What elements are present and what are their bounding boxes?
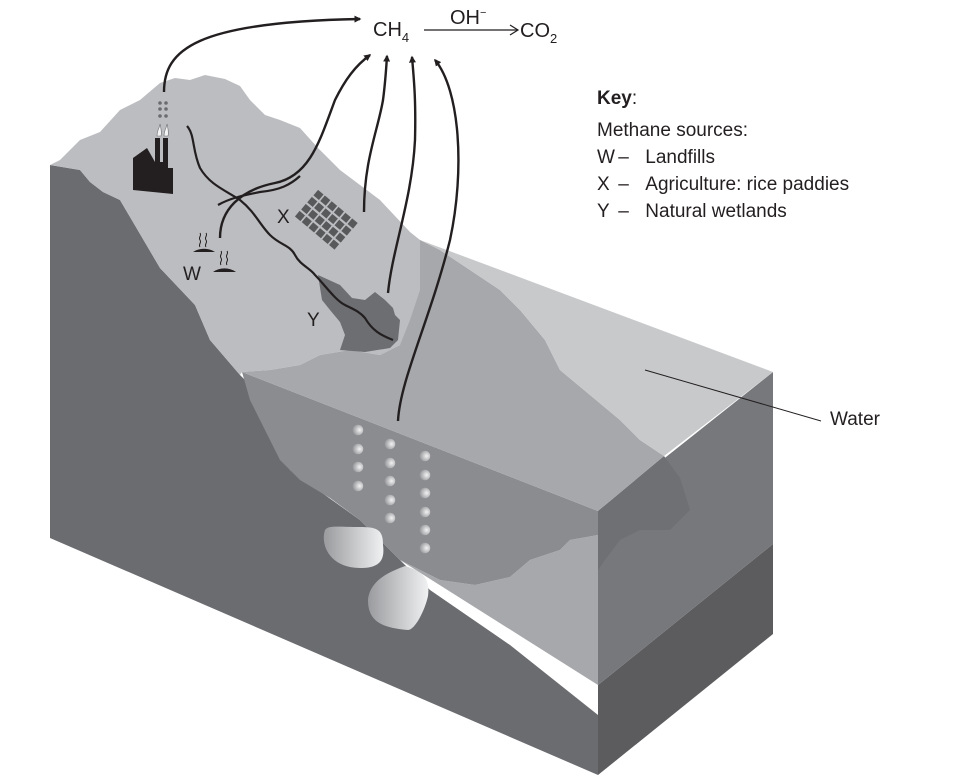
- reaction-catalyst: OH−: [450, 7, 486, 29]
- key-label: Agriculture: rice paddies: [645, 174, 850, 195]
- rock: [368, 566, 429, 630]
- paddy-cell: [327, 214, 338, 225]
- key-item-x: X –Agriculture: rice paddies: [597, 171, 849, 198]
- key-title-row: Key:: [597, 85, 849, 112]
- key-letter: W: [597, 147, 615, 168]
- label-y: Y: [307, 310, 320, 331]
- rock: [323, 526, 384, 568]
- methane-bubble: [419, 469, 431, 481]
- water-label: Water: [830, 409, 880, 430]
- block-right-inner: [598, 456, 690, 570]
- paddy-cell: [340, 212, 351, 223]
- paddy-cell: [308, 222, 319, 233]
- key-legend: Key: Methane sources: W –Landfills X –Ag…: [597, 85, 849, 225]
- methane-bubble: [352, 443, 364, 455]
- methane-bubble: [419, 450, 431, 462]
- paddy-cell: [320, 195, 331, 206]
- key-subtitle: Methane sources:: [597, 120, 749, 141]
- paddy-cell: [313, 189, 324, 200]
- methane-bubble: [352, 424, 364, 436]
- paddy-cell: [315, 228, 326, 239]
- paddy-cell: [322, 233, 333, 244]
- front-water-face: [242, 372, 598, 585]
- methane-bubble: [419, 487, 431, 499]
- paddy-cell: [314, 215, 325, 226]
- paddy-cell: [307, 196, 318, 207]
- label-x: X: [277, 207, 290, 228]
- methane-bubble: [384, 438, 396, 450]
- paddy-cell: [301, 216, 312, 227]
- arrow-paddy-to-ch4: [362, 54, 391, 213]
- paddy-cell: [328, 226, 339, 237]
- label-w: W: [183, 264, 201, 285]
- methane-bubble: [384, 512, 396, 524]
- paddy-cell: [320, 208, 332, 219]
- paddy-cell: [294, 210, 306, 222]
- arrow-landfill-to-ch4: [218, 54, 372, 239]
- water-surface: [420, 240, 773, 456]
- key-dash: –: [618, 174, 629, 195]
- key-title: Key: [597, 88, 632, 109]
- methane-bubble: [384, 494, 396, 506]
- water-leader-line: [644, 369, 822, 422]
- paddy-cell: [329, 239, 340, 250]
- reaction-reactant: CH4: [373, 19, 409, 45]
- arrow-wetland-to-ch4: [386, 55, 417, 294]
- paddy-cell: [307, 209, 319, 220]
- key-letter: X: [597, 174, 610, 195]
- key-label: Landfills: [645, 147, 715, 168]
- key-dash: –: [618, 201, 629, 222]
- block-right-lower: [598, 544, 773, 775]
- paddy-cell: [333, 206, 344, 218]
- methane-bubble: [419, 506, 431, 518]
- paddy-cell: [334, 219, 345, 230]
- river-main: [186, 125, 394, 342]
- key-letter: Y: [597, 201, 610, 222]
- paddy-cell: [347, 218, 358, 229]
- methane-bubble: [384, 475, 396, 487]
- methane-bubble: [352, 480, 364, 492]
- reaction-product: CO2: [520, 20, 557, 46]
- river-branch: [217, 175, 301, 206]
- paddy-cell: [321, 221, 332, 232]
- key-dash: –: [618, 147, 629, 168]
- paddy-cell: [335, 232, 346, 243]
- arrow-water-to-ch4: [396, 58, 460, 422]
- rice-paddy-icon: [294, 189, 358, 250]
- block-right-upper: [598, 372, 773, 685]
- methane-bubbles: [352, 424, 431, 554]
- methane-bubble: [384, 457, 396, 469]
- reaction-arrow-head: [509, 24, 520, 36]
- paddy-cell: [341, 225, 352, 236]
- water-mid-band: [242, 240, 664, 511]
- key-item-y: Y –Natural wetlands: [597, 198, 849, 225]
- paddy-cell: [301, 203, 312, 215]
- factory-icon: [133, 101, 173, 194]
- methane-bubble: [419, 542, 431, 554]
- key-item-w: W –Landfills: [597, 144, 849, 171]
- landfill-icon: [193, 232, 236, 272]
- key-label: Natural wetlands: [645, 201, 787, 222]
- land-side-face: [50, 165, 598, 775]
- paddy-cell: [314, 202, 325, 213]
- key-title-colon: :: [631, 88, 638, 109]
- paddy-cell: [327, 201, 338, 212]
- methane-bubble: [352, 461, 364, 473]
- front-face-lower: [400, 535, 598, 685]
- methane-bubble: [419, 524, 431, 536]
- arrow-factory-to-ch4: [162, 15, 362, 93]
